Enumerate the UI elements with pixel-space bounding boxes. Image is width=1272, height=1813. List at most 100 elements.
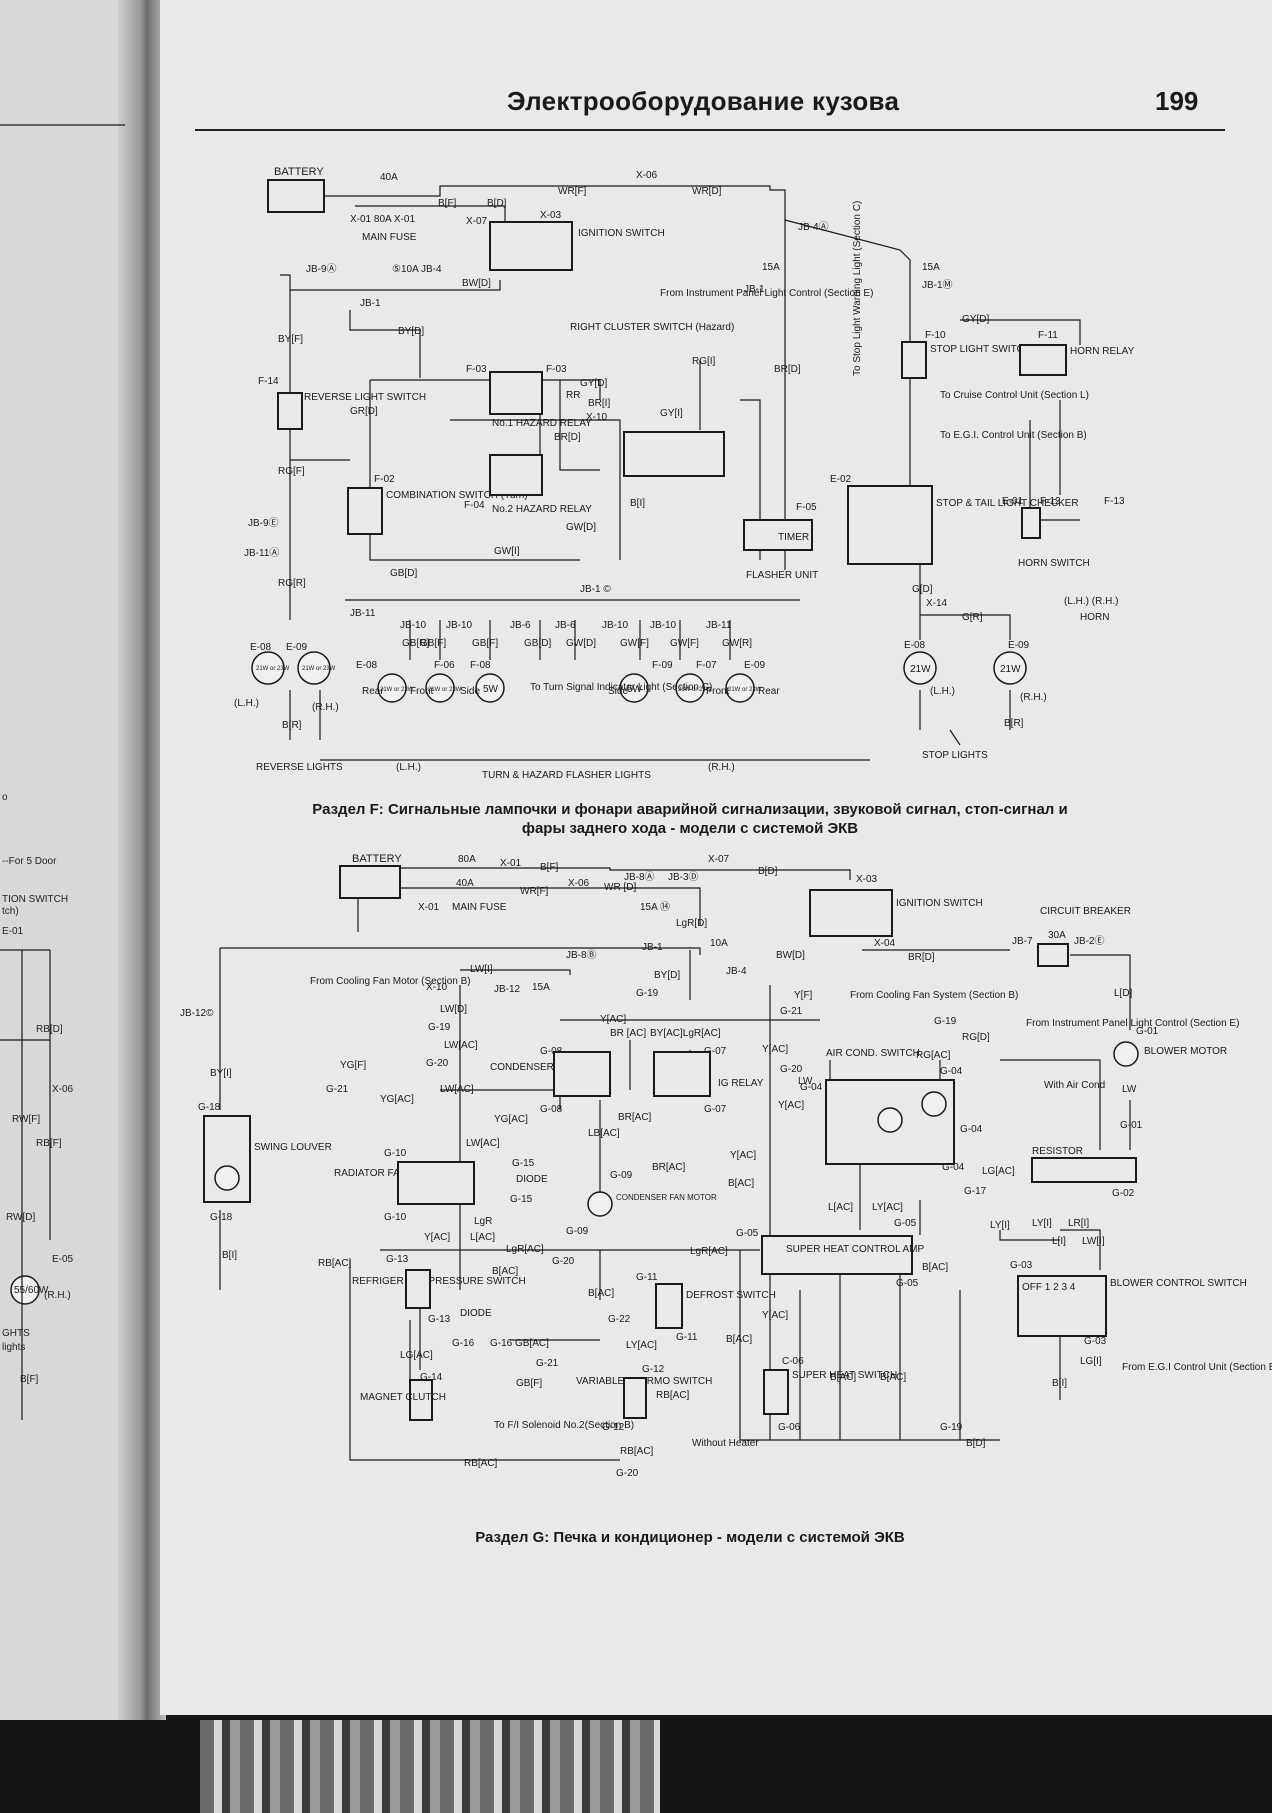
label-to-fi-solenoid: To F/I Solenoid No.2(Section B): [494, 1420, 634, 1431]
label-g18-a: G-18: [198, 1102, 221, 1113]
label-g02-a: G-02: [1112, 1188, 1135, 1199]
label-g20-c: G-20: [552, 1256, 575, 1267]
label-jb8b-g: JB-8Ⓑ: [566, 949, 597, 961]
label-yac-e: Y[AC]: [424, 1232, 450, 1243]
label-diode-b: DIODE: [460, 1308, 492, 1319]
label-from-instrument-f: From Instrument Panel Light Control (Sec…: [660, 288, 873, 299]
label-g19b-g: G-19: [940, 1422, 963, 1433]
label-lwi-g: LW[I]: [470, 964, 493, 975]
label-with-air-cond: With Air Cond: [1044, 1080, 1105, 1091]
label-g13-b: G-13: [428, 1314, 451, 1325]
label-bac-g: B[AC]: [880, 1372, 906, 1383]
super-heat-switch-symbol: [763, 1369, 789, 1415]
label-jb1c-f: JB-1 ©: [580, 584, 611, 595]
caption-f-line2: фары заднего хода - модели с системой ЭК…: [521, 820, 859, 837]
left-page-diagram-fragment: o --For 5 Door TION SWITCH tch) E-01 RB[…: [0, 124, 125, 1420]
label-stop-lights: STOP LIGHTS: [922, 750, 988, 761]
label-brac-a: BR[AC]: [618, 1112, 652, 1123]
label-reverse-light-switch: REVERSE LIGHT SWITCH: [304, 392, 426, 403]
label-turn-lh: (L.H.): [396, 762, 421, 773]
label-rear-lh: Rear: [362, 686, 384, 697]
label-bulb-side-lh: 5W: [483, 684, 499, 695]
label-g05-c: G-05: [896, 1278, 919, 1289]
label-lgrd-g: LgR[D]: [676, 918, 707, 929]
left-text-o: o: [2, 792, 8, 803]
label-lbac-g: LB[AC]: [588, 1128, 620, 1139]
label-g15-b: G-15: [510, 1194, 533, 1205]
label-fuse-15a-a: 15A: [762, 262, 780, 273]
label-condenser-fan-relay: CONDENSER FAN RELAY: [490, 1062, 611, 1073]
label-jb1m-f: JB-1Ⓜ: [922, 279, 953, 291]
label-g01-b: G-01: [1120, 1120, 1143, 1131]
label-x03-f: X-03: [540, 210, 562, 221]
label-fuse-15a-b-g: 15A: [532, 982, 550, 993]
label-f09-a: F-09: [652, 660, 673, 671]
label-g14-a: G-14: [420, 1372, 443, 1383]
label-right-cluster: RIGHT CLUSTER SWITCH (Hazard): [570, 322, 734, 333]
label-bac-c: B[AC]: [922, 1262, 948, 1273]
label-g01-a: G-01: [1136, 1026, 1159, 1037]
label-br-stop: B[R]: [1004, 718, 1024, 729]
label-br-rev: B[R]: [282, 720, 302, 731]
label-g13-a: G-13: [386, 1254, 409, 1265]
label-f07-a: F-07: [696, 660, 717, 671]
label-gbac-g: G-16 GB[AC]: [490, 1338, 549, 1349]
label-rear-rh: Rear: [758, 686, 780, 697]
label-li-g: L[I]: [1052, 1236, 1066, 1247]
label-rbac-d: RB[AC]: [464, 1458, 498, 1469]
left-text-rwd: RW[D]: [6, 1212, 35, 1223]
label-yac-a: Y[AC]: [600, 1014, 626, 1025]
section-g-diagram: BATTERY 80A X-01 40A X-01 MAIN FUSE B[F]…: [180, 853, 1272, 1479]
label-jb1e-f: JB-1: [360, 298, 381, 309]
label-bulb-rev-rh: 21W or 23W: [302, 666, 336, 672]
label-rgd-g: RG[D]: [962, 1032, 990, 1043]
label-g11-a: G-11: [636, 1272, 658, 1283]
label-bd2-g: B[D]: [966, 1438, 986, 1449]
label-x01-g-b: X-01: [418, 902, 440, 913]
left-text-e05: E-05: [52, 1254, 74, 1265]
label-gwd-f-2: GW[D]: [566, 638, 596, 649]
label-x07-g: X-07: [708, 854, 730, 865]
label-bulb-rear-rh: 21W or 23W: [728, 687, 762, 693]
label-yac-f: Y[AC]: [762, 1310, 788, 1321]
label-rgf-f: RG[F]: [278, 466, 305, 477]
left-text-lights: lights: [2, 1342, 25, 1353]
label-bylgr-g: BY[AC]LgR[AC]: [650, 1028, 721, 1039]
left-text-rh: (R.H.): [44, 1290, 71, 1301]
label-g16-a: G-16: [452, 1338, 475, 1349]
label-side-rh: Side: [608, 686, 628, 697]
label-gd-f: G[D]: [912, 584, 933, 595]
label-combination-switch: COMBINATION SWITCH (Turn): [386, 490, 528, 501]
label-gbd-f: GB[D]: [390, 568, 417, 579]
label-refriger-switch: REFRIGER ANT PRESSURE SWITCH: [352, 1276, 526, 1287]
label-fuse-10a-f: ⑤10A JB-4: [392, 264, 442, 275]
label-lac-b: L[AC]: [828, 1202, 853, 1213]
label-ld-g: L[D]: [1114, 988, 1133, 999]
label-e09-b: E-09: [744, 660, 766, 671]
label-lyac-a: LY[AC]: [872, 1202, 903, 1213]
label-rgac-g: RG[AC]: [916, 1050, 951, 1061]
label-g21-c: G-21: [536, 1358, 559, 1369]
label-jb12c-g: JB-12©: [180, 1008, 214, 1019]
combination-switch-symbol: [347, 487, 383, 535]
condenser-fan-motor-symbol: [587, 1191, 613, 1217]
label-g21-a: G-21: [780, 1006, 803, 1017]
label-g20-b: G-20: [426, 1058, 449, 1069]
label-front-rh: Front: [706, 686, 730, 697]
label-gyd2-f: GY[D]: [962, 314, 989, 325]
label-f05-a: F-05: [796, 502, 817, 513]
label-bf-g: B[F]: [540, 862, 559, 873]
label-diode-a: DIODE: [516, 1174, 548, 1185]
label-g12-b: G-12: [602, 1422, 625, 1433]
label-condenser-fan-motor: CONDENSER FAN MOTOR: [616, 1193, 717, 1202]
label-jb9e-f: JB-9Ⓔ: [248, 517, 279, 529]
flasher-unit-symbol: [743, 519, 813, 551]
label-yac-c: Y[AC]: [778, 1100, 804, 1111]
label-g08-b: G-08: [540, 1104, 563, 1115]
label-gbf-b: GB[F]: [472, 638, 498, 649]
turn-lamp-side-lh: [475, 673, 505, 703]
reverse-light-switch-symbol: [277, 392, 303, 430]
turn-lamp-front-lh: [425, 673, 455, 703]
